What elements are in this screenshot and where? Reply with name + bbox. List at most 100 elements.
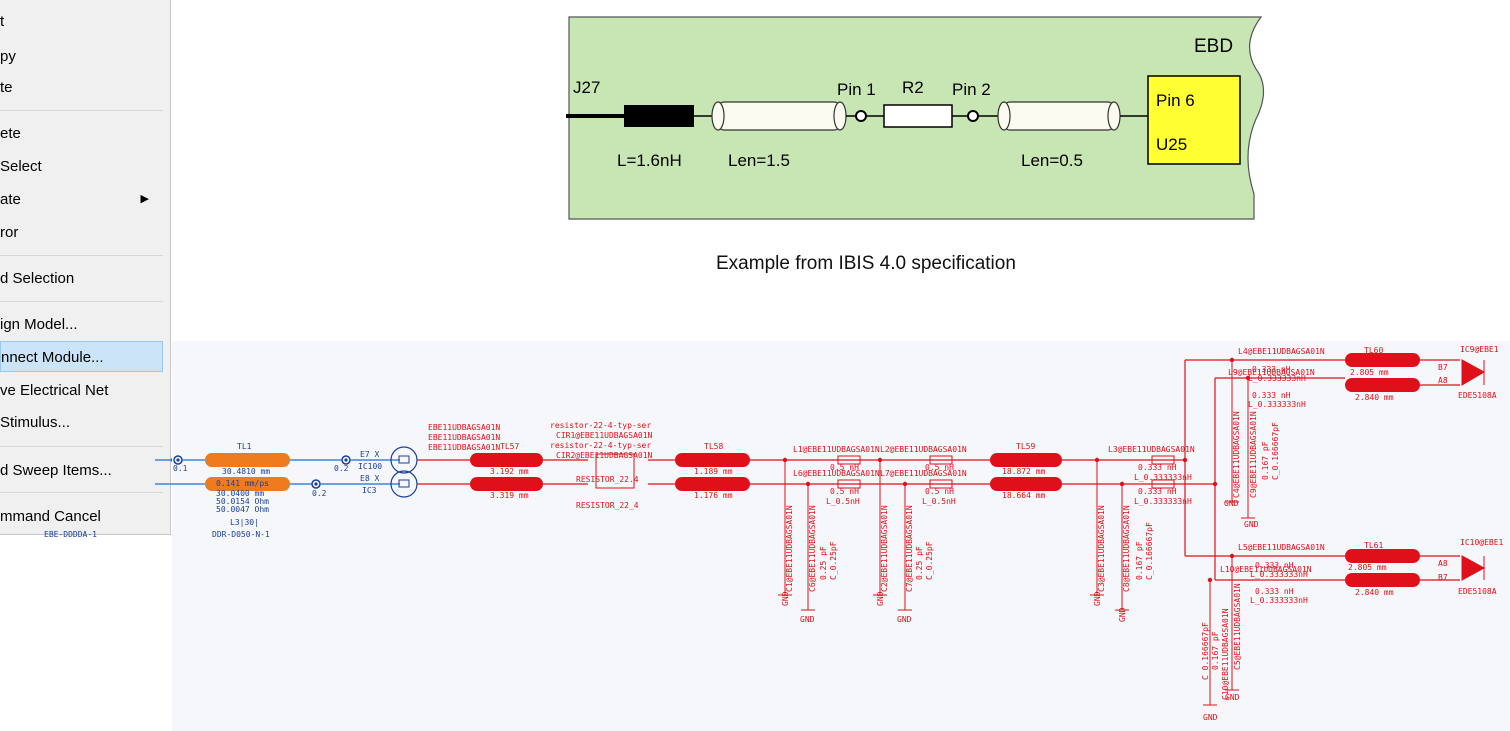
connector-label: J27	[573, 78, 600, 97]
menu-item-stimulus[interactable]: Stimulus...	[0, 407, 163, 438]
pin-label: 0.1	[173, 464, 188, 473]
inductor-symbol	[1151, 455, 1175, 465]
tline-tl60-bottom	[1345, 378, 1420, 392]
cap-ref-label: C4@EBE11UDBAGSA01N	[1232, 411, 1241, 498]
menu-item-paste[interactable]: te	[0, 72, 163, 103]
gnd-label: GND	[1203, 713, 1218, 722]
net-label: IC100	[358, 462, 382, 471]
junction-dot	[1245, 375, 1251, 381]
tline-name-label: TL59	[1016, 442, 1035, 451]
menu-item-expand-selection[interactable]: d Selection	[0, 263, 163, 294]
connector-pin	[398, 455, 410, 464]
menu-item-label: ate	[0, 191, 21, 208]
part-label: EBE11UDBAGSA01N	[428, 443, 500, 452]
ref-label: L3|30|	[230, 518, 259, 527]
port-node	[314, 482, 318, 486]
part-label: EBE11UDBAGSA01N	[428, 423, 500, 432]
inductor-model-label: L_0.333333nH	[1248, 400, 1306, 409]
ic-ref-label: IC9@EBE1	[1460, 345, 1499, 354]
tline-length-label: 3.319 mm	[490, 491, 529, 500]
branch-caps-bottom	[1203, 556, 1239, 706]
junction-dot	[1182, 457, 1188, 463]
tline-tl57-bottom	[470, 477, 543, 491]
junction-dot	[1119, 481, 1125, 487]
menu-item-connect-module[interactable]: nnect Module...	[0, 341, 163, 372]
menu-item-copy[interactable]: py	[0, 41, 163, 72]
tline-velocity-label: 0.141 mm/ps	[216, 479, 269, 488]
tline-tl58-top	[675, 453, 750, 467]
tline-tl58-bottom	[675, 477, 750, 491]
menu-item-command-cancel[interactable]: mmand Cancel	[0, 501, 163, 532]
submenu-arrow-icon: ▶	[140, 193, 149, 205]
inductor-ref-label: L9@EBE11UDBAGSA01N	[1228, 368, 1315, 377]
inductor-model-label: L_0.333333nH	[1248, 374, 1306, 383]
menu-item-label: Stimulus...	[0, 414, 71, 431]
cap-value-label: 0.167 pF	[1261, 441, 1270, 480]
inductor-model-label: L_0.333333nH	[1250, 570, 1308, 579]
tline-name-label: TL61	[1364, 541, 1383, 550]
menu-item-mirror[interactable]: ror	[0, 217, 163, 248]
tline-length-label: 1.176 mm	[694, 491, 733, 500]
partial-ref-label: EBE-DDDDA-1	[44, 530, 97, 539]
cap-ref-label: C1@EBE11UDBAGSA01N	[785, 505, 794, 592]
tline-length-label: 18.872 mm	[1002, 467, 1046, 476]
menu-item-cut[interactable]: t	[0, 6, 163, 37]
pin-label: 0.2	[312, 489, 327, 498]
menu-item-label: ror	[0, 224, 19, 241]
tline-length-label: 1.189 mm	[694, 467, 733, 476]
ic-driver-symbol	[1461, 359, 1486, 386]
pin-1-dot	[855, 110, 867, 122]
tline-tl1-bottom	[205, 477, 290, 491]
inductor-value-label: 0.333 nH	[1255, 561, 1294, 570]
ic-part-label: EDE5108A	[1458, 391, 1497, 400]
port-node	[176, 458, 180, 462]
cap-ref-label: C8@EBE11UDBAGSA01N	[1122, 505, 1131, 592]
cap-ref-label: C10@EBE11UDBAGSA01N	[1221, 608, 1230, 700]
cap-ref-label: C5@EBE11UDBAGSA01N	[1233, 583, 1242, 670]
inductor-ref-label: L5@EBE11UDBAGSA01N	[1238, 543, 1325, 552]
inductor-ref-label: L4@EBE11UDBAGSA01N	[1238, 347, 1325, 356]
junction-dot	[1212, 481, 1218, 487]
resistor-symbol	[595, 453, 635, 489]
junction-dot	[1094, 457, 1100, 463]
connector-pin	[398, 479, 410, 488]
inductor-model-label: L_0.333333nH	[1134, 497, 1192, 506]
tline-2-label: Len=0.5	[1021, 151, 1083, 170]
menu-item-delete[interactable]: ete	[0, 118, 163, 149]
resistor-value-label: RESISTOR_22.4	[576, 475, 639, 484]
inductor-ref-label: L3@EBE11UDBAGSA01N	[1108, 445, 1195, 454]
menu-item-label: ete	[0, 125, 21, 142]
inductor-ref-label: L10@EBE11UDBAGSA01N	[1220, 565, 1312, 574]
cap-ref-label: C7@EBE11UDBAGSA01N	[905, 505, 914, 592]
cap-value-label: 0.167 pF	[1211, 631, 1220, 670]
inductor-value-label: 0.333 nH	[1252, 365, 1291, 374]
inductor-symbol	[1151, 479, 1175, 489]
net-label: IC3	[362, 486, 377, 495]
cap-model-label: C_0.166667pF	[1201, 622, 1210, 680]
resistor-model-label: resistor-22-4-typ-ser	[550, 441, 651, 450]
gnd-label: GND	[1244, 520, 1259, 529]
menu-item-electrical-net[interactable]: ve Electrical Net	[0, 375, 163, 406]
port-node	[344, 458, 348, 462]
cap-ref-label: C2@EBE11UDBAGSA01N	[880, 505, 889, 592]
gnd-label: GND	[876, 591, 885, 606]
tline-tl60-top	[1345, 353, 1420, 367]
cap-model-label: C_0.25pF	[925, 541, 934, 580]
inductor-value-label: 0.5 nH	[830, 487, 859, 496]
ic-part-label: EDE5108A	[1458, 587, 1497, 596]
junction-dot	[1229, 553, 1235, 559]
cap-model-label: C_0.166667pF	[1145, 522, 1154, 580]
menu-item-label: d Selection	[0, 270, 75, 287]
inductor-value-label: 0.333 nH	[1138, 463, 1177, 472]
menu-item-rotate[interactable]: ate ▶	[0, 184, 163, 215]
junction-dot	[1229, 357, 1235, 363]
inductor-symbol	[837, 479, 861, 489]
inductor-symbol	[929, 479, 953, 489]
cap-ref-label: C9@EBE11UDBAGSA01N	[1249, 411, 1258, 498]
resistor-name-label: RESISTOR_22_4	[576, 501, 639, 510]
menu-item-select[interactable]: Select	[0, 151, 163, 182]
menu-item-sweep-items[interactable]: d Sweep Items...	[0, 455, 163, 486]
tline-tl1-top	[205, 453, 290, 467]
tline-length-label: 3.192 mm	[490, 467, 529, 476]
menu-item-assign-model[interactable]: ign Model...	[0, 309, 163, 340]
